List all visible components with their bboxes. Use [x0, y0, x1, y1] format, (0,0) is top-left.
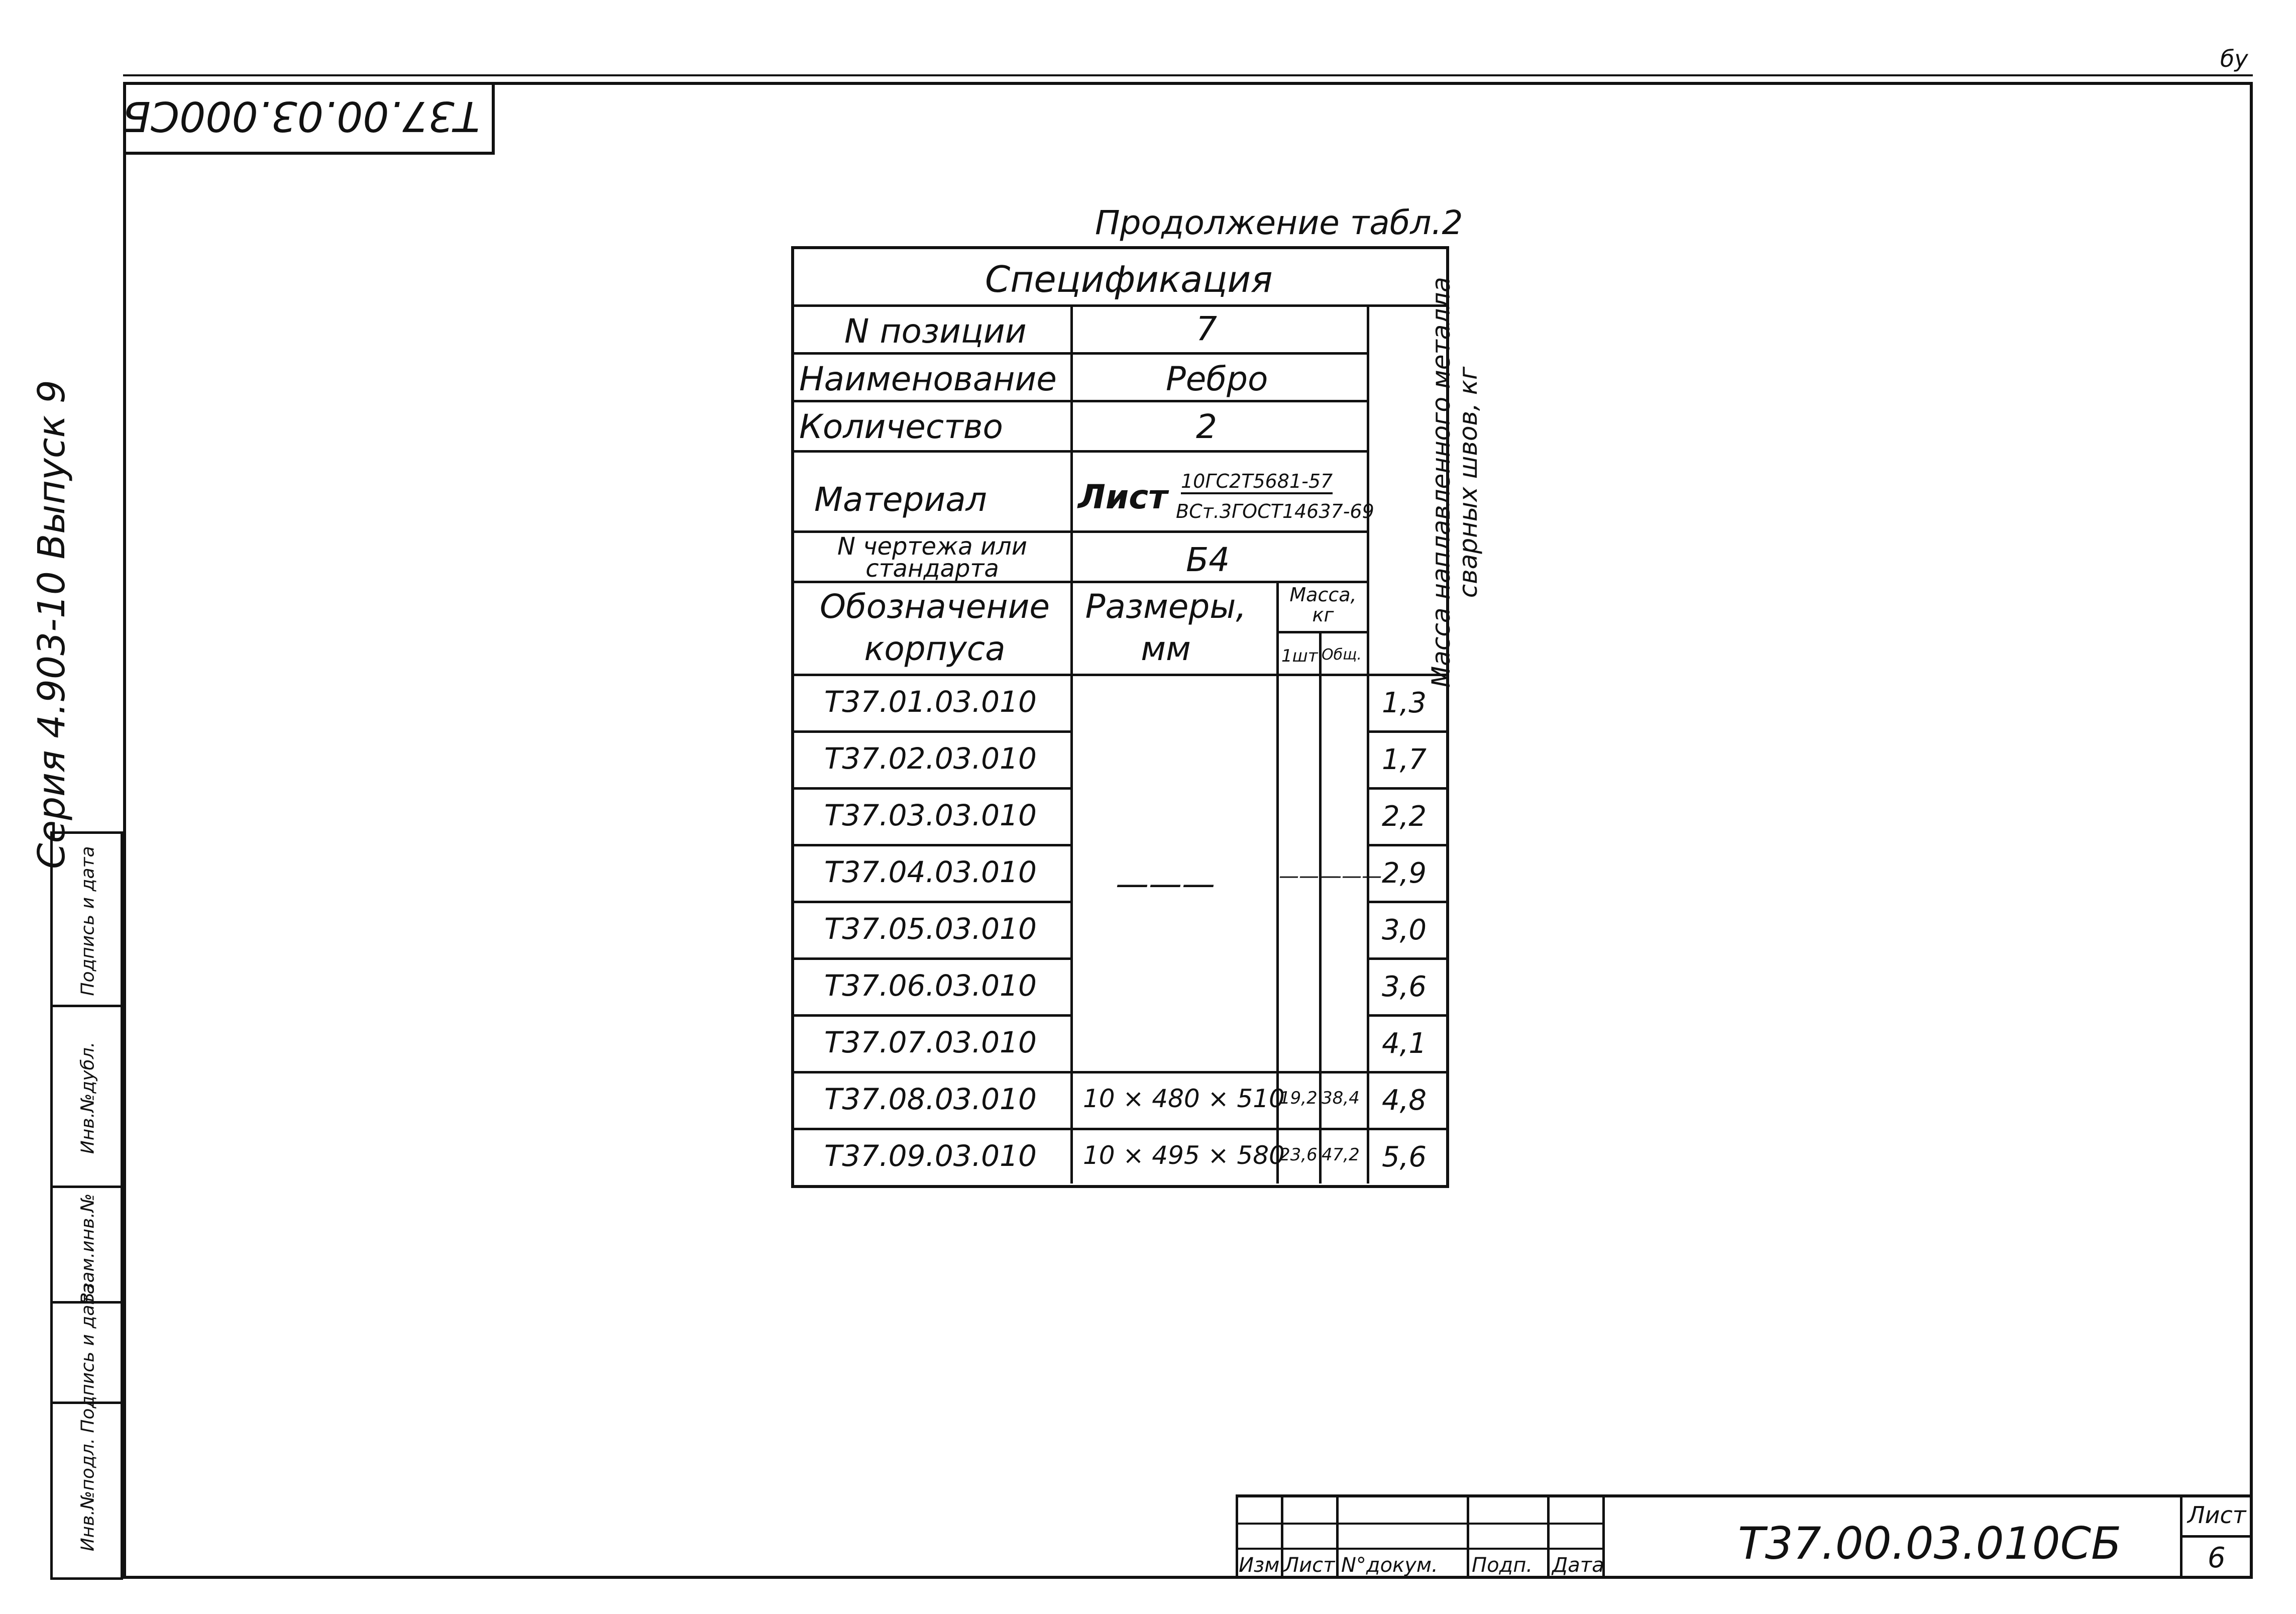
item-code: Т37.08.03.010: [824, 1082, 1037, 1116]
row-divider: [1367, 957, 1446, 960]
series-label: Серия 4.903-10 Выпуск 9: [30, 380, 73, 869]
title-block: Изм. Лист N°докум. Подп. Дата Т37.00.03.…: [1236, 1494, 2253, 1579]
mass-one-dash: ———: [1279, 865, 1339, 888]
strip-label: Инв.№дубл.: [77, 1041, 98, 1154]
material-grade-bottom: ВСт.3ГОСТ14637-69: [1176, 500, 1374, 522]
col-header-mass-one: 1шт: [1281, 646, 1318, 666]
row-divider: [794, 787, 1070, 790]
item-code: Т37.02.03.010: [824, 741, 1037, 776]
strip-cell-sign-date-2: Подпись и дата: [53, 834, 121, 1005]
top-stamp-code: Т37.00.03.000СБ: [122, 92, 480, 140]
row-divider: [794, 901, 1070, 903]
left-signature-strip: Инв.№подл. Подпись и дата Взам.инв.№ Инв…: [50, 831, 123, 1580]
col-header-mass-total: Общ.: [1322, 646, 1362, 664]
item-code: Т37.06.03.010: [824, 969, 1037, 1003]
mass-total-dash: ———: [1322, 865, 1382, 888]
item-weld-mass: 2,9: [1382, 857, 1427, 890]
row-divider: [1367, 901, 1446, 903]
row-divider: [794, 1014, 1070, 1017]
item-weld-mass: 2,2: [1382, 800, 1427, 833]
item-code: Т37.03.03.010: [824, 798, 1037, 832]
row-divider: [794, 1128, 1446, 1130]
item-weld-mass: 4,8: [1382, 1084, 1427, 1117]
item-weld-mass: 1,3: [1382, 687, 1427, 719]
row-divider: [1367, 1014, 1446, 1017]
row-label-material: Материал: [814, 480, 987, 519]
strip-cell-sign-date-1: Подпись и дата: [53, 1283, 121, 1433]
row-label-name: Наименование: [799, 360, 1057, 398]
specification-table: Спецификация N позиции 7 Наименование Ре…: [791, 246, 1483, 1188]
row-label-drawing: N чертежа или стандарта: [837, 532, 1027, 583]
material-grade-top: 10ГС2Т5681-57: [1181, 470, 1333, 494]
item-code: Т37.09.03.010: [824, 1139, 1037, 1173]
row-value-name: Ребро: [1166, 360, 1268, 398]
item-code: Т37.07.03.010: [824, 1025, 1037, 1059]
col-header-designation: Обозначение корпуса: [820, 587, 1050, 668]
row-divider: [1367, 844, 1446, 846]
item-code: Т37.05.03.010: [824, 912, 1037, 946]
weld-mass-header: Масса наплавленного металла сварных швов…: [1427, 277, 1483, 688]
frame-top-line: [123, 74, 2253, 76]
tb-head-sign: Подп.: [1472, 1554, 1533, 1577]
item-mass-one: 23,6: [1279, 1145, 1318, 1165]
item-weld-mass: 3,0: [1382, 914, 1427, 946]
row-divider: [1367, 730, 1446, 733]
sheet-number: 6: [2208, 1542, 2226, 1574]
row-label-position: N позиции: [844, 312, 1027, 351]
row-label-quantity: Количество: [799, 407, 1003, 446]
item-code: Т37.04.03.010: [824, 855, 1037, 889]
tb-head-date: Дата: [1552, 1554, 1604, 1577]
tb-head-izm: Изм.: [1239, 1554, 1286, 1577]
item-mass-total: 38,4: [1322, 1088, 1360, 1108]
col-header-dimensions: Размеры, мм: [1085, 587, 1247, 668]
row-value-material: Лист: [1078, 478, 1168, 516]
sheet-label: Лист: [2188, 1501, 2246, 1529]
document-code: Т37.00.03.010СБ: [1738, 1518, 2122, 1569]
row-divider: [794, 957, 1070, 960]
strip-cell-inv-dubl: Инв.№дубл.: [53, 1005, 121, 1186]
row-divider: [794, 1071, 1446, 1073]
item-dimensions: 10 × 480 × 510: [1083, 1084, 1285, 1113]
strip-cell-inv-podl: Инв.№подл.: [53, 1402, 121, 1582]
col-header-mass: Масса, кг: [1289, 584, 1357, 626]
strip-label: Взам.инв.№: [77, 1193, 98, 1305]
spec-title: Спецификация: [985, 258, 1273, 300]
item-weld-mass: 5,6: [1382, 1141, 1427, 1173]
table-caption: Продолжение табл.2: [1095, 203, 1463, 242]
tb-head-list: Лист: [1284, 1554, 1335, 1577]
item-weld-mass: 3,6: [1382, 971, 1427, 1003]
row-divider: [794, 730, 1070, 733]
item-mass-total: 47,2: [1322, 1145, 1360, 1165]
corner-mark: бу: [2220, 45, 2248, 72]
item-weld-mass: 4,1: [1382, 1027, 1427, 1060]
row-divider: [794, 844, 1070, 846]
top-stamp: Т37.00.03.000СБ: [123, 82, 495, 155]
drawing-frame: [123, 82, 2253, 1579]
row-divider: [1367, 787, 1446, 790]
strip-label: Подпись и дата: [77, 846, 98, 996]
item-code: Т37.01.03.010: [824, 685, 1037, 719]
row-value-quantity: 2: [1196, 407, 1217, 446]
row-value-drawing: Б4: [1186, 541, 1230, 579]
dims-dash: ———: [1116, 865, 1215, 903]
tb-head-doc: N°докум.: [1341, 1554, 1438, 1577]
row-value-position: 7: [1196, 309, 1217, 348]
item-mass-one: 19,2: [1279, 1088, 1318, 1108]
strip-cell-vzam: Взам.инв.№: [53, 1186, 121, 1305]
item-weld-mass: 1,7: [1382, 743, 1427, 776]
item-dimensions: 10 × 495 × 580: [1083, 1141, 1285, 1170]
